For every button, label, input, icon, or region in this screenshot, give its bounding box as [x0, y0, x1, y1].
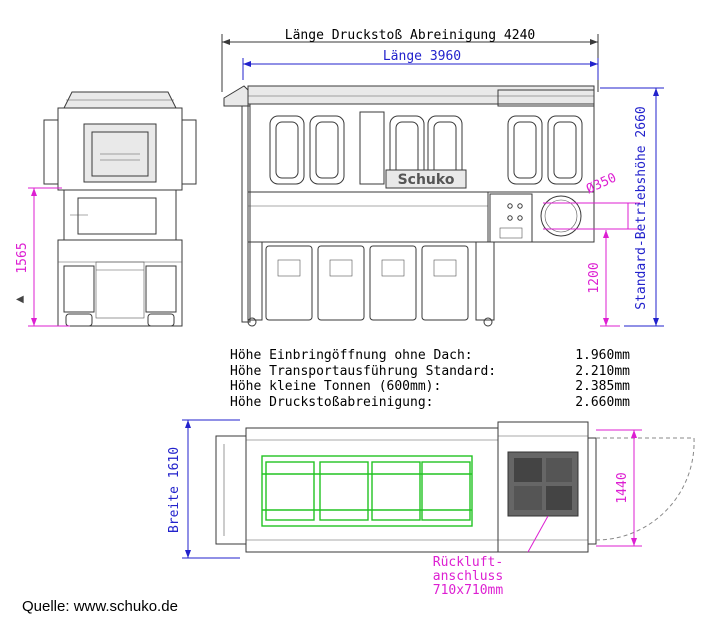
length-label: Länge 3960 — [383, 49, 461, 64]
standard-height-label: Standard-Betriebshöhe 2660 — [634, 106, 649, 310]
source-credit: Quelle: www.schuko.de — [22, 598, 178, 615]
spec-label: Höhe Transportausführung Standard: — [230, 363, 497, 379]
plan-view — [215, 421, 695, 553]
specs-table: Höhe Einbringöffnung ohne Dach: 1.960mm … — [230, 348, 630, 410]
length-dimension: Länge 3960 — [242, 49, 599, 80]
height-1565-dimension: 1565 — [15, 187, 70, 327]
spec-value: 2.210mm — [575, 363, 630, 379]
standard-height-dimension: Standard-Betriebshöhe 2660 — [600, 87, 664, 327]
return-air-line1: Rückluft- — [433, 555, 503, 570]
length-total-label: Länge Druckstoß Abreinigung 4240 — [285, 28, 535, 43]
front-view: Schuko — [223, 85, 595, 327]
width-1440-label: 1440 — [615, 472, 630, 503]
spec-label: Höhe Druckstoßabreinigung: — [230, 394, 434, 410]
width-1610-dimension: Breite 1610 — [167, 419, 240, 559]
spec-row: Höhe Transportausführung Standard: 2.210… — [230, 364, 630, 380]
spec-label: Höhe kleine Tonnen (600mm): — [230, 379, 442, 394]
spec-value: 2.385mm — [575, 379, 630, 394]
return-air-line3: 710x710mm — [433, 583, 504, 598]
height-1565-label: 1565 — [15, 242, 30, 273]
width-1440-dimension: 1440 — [596, 429, 642, 547]
spec-value: 2.660mm — [575, 394, 630, 410]
height-1200-dimension: 1200 — [587, 230, 620, 327]
spec-value: 1.960mm — [575, 348, 630, 363]
return-air-callout: Rückluft- anschluss 710x710mm — [433, 515, 549, 598]
return-air-line2: anschluss — [433, 569, 503, 584]
spec-row: Höhe kleine Tonnen (600mm): 2.385mm — [230, 379, 630, 395]
brand-label: Schuko — [398, 172, 455, 188]
height-1200-label: 1200 — [587, 262, 602, 293]
arrow-left-icon: ◀ — [16, 294, 24, 305]
length-total-dimension: Länge Druckstoß Abreinigung 4240 — [221, 28, 599, 92]
spec-row: Höhe Druckstoßabreinigung: 2.660mm — [230, 395, 630, 411]
diameter-label: Ø350 — [584, 170, 619, 197]
side-view — [43, 91, 197, 327]
spec-label: Höhe Einbringöffnung ohne Dach: — [230, 348, 473, 363]
width-1610-label: Breite 1610 — [167, 447, 182, 533]
spec-row: Höhe Einbringöffnung ohne Dach: 1.960mm — [230, 348, 630, 364]
diameter-dimension: Ø350 — [543, 170, 640, 230]
